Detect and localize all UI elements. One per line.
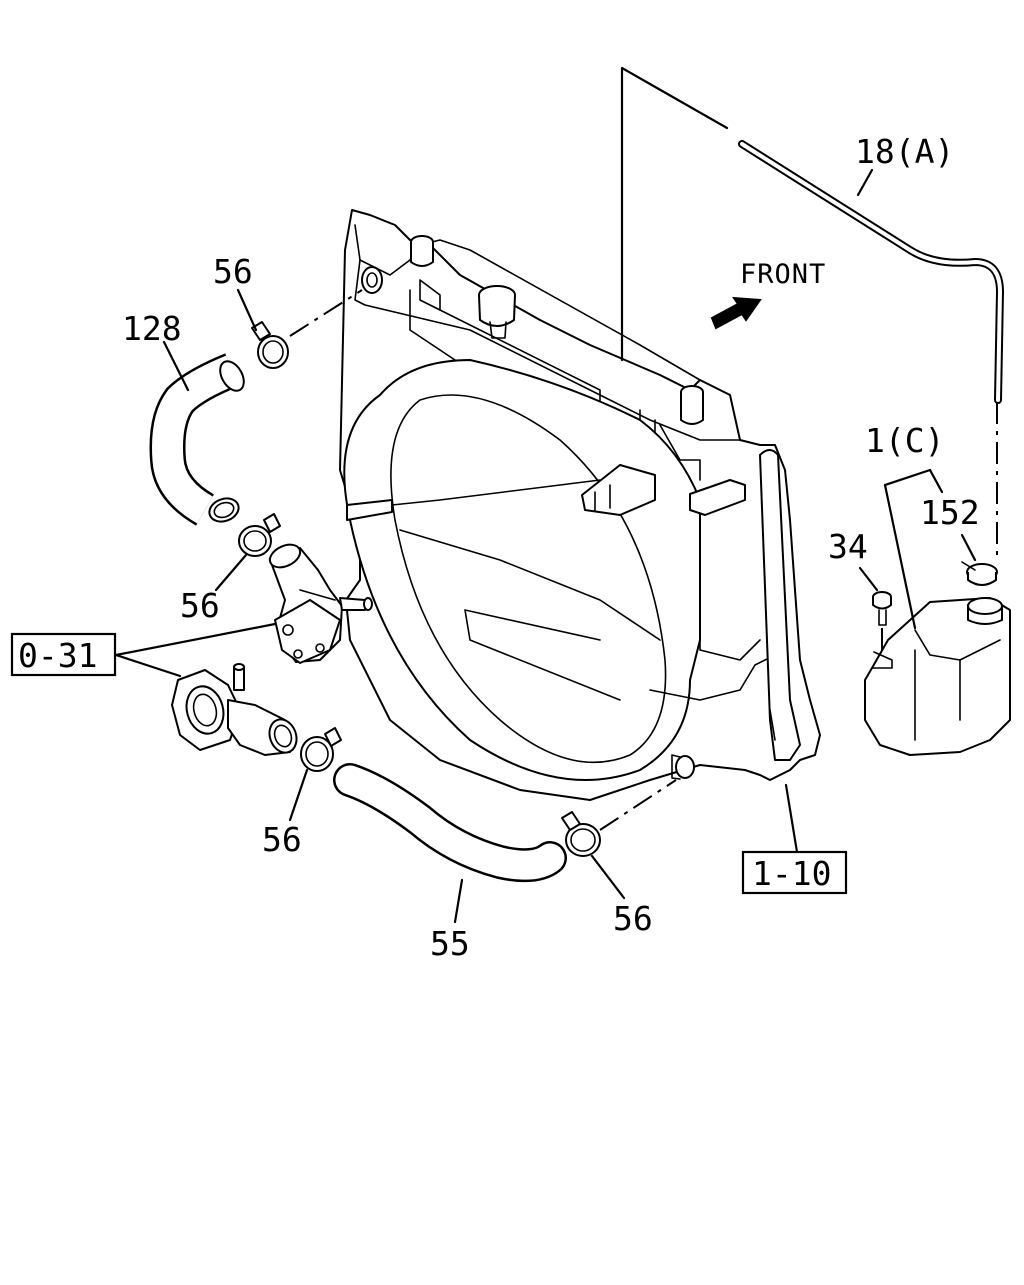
callout-1c: 1(C) bbox=[865, 421, 944, 460]
hose-clamp-lower-engine bbox=[300, 727, 342, 772]
reserve-hose bbox=[738, 140, 1004, 560]
hose-clamp-upper-radiator bbox=[251, 321, 289, 369]
hose-clamp-lower-radiator bbox=[561, 811, 601, 857]
water-outlet-upper bbox=[268, 543, 373, 664]
callout-55: 55 bbox=[430, 924, 470, 963]
callout-56-upper-engine: 56 bbox=[180, 586, 220, 625]
upper-radiator-hose bbox=[149, 353, 245, 526]
callout-56-upper-radiator: 56 bbox=[213, 252, 253, 291]
ref-1-10: 1-10 bbox=[752, 854, 831, 893]
front-arrow-icon bbox=[710, 296, 762, 330]
callout-56-lower-radiator: 56 bbox=[613, 899, 653, 938]
radiator-assembly bbox=[339, 209, 821, 801]
reserve-tank-cap bbox=[961, 561, 998, 586]
bolt bbox=[872, 591, 892, 656]
hose-clamp-upper-engine bbox=[238, 513, 281, 557]
ref-box-0-31 bbox=[10, 632, 117, 677]
callout-34: 34 bbox=[828, 527, 868, 566]
ref-0-31: 0-31 bbox=[18, 636, 97, 675]
callout-18a: 18(A) bbox=[855, 132, 954, 171]
ref-box-1-10 bbox=[741, 850, 848, 895]
lower-radiator-hose bbox=[333, 763, 567, 883]
water-outlet-lower bbox=[171, 663, 298, 756]
leader-lines bbox=[114, 168, 977, 924]
front-label: FRONT bbox=[740, 259, 826, 290]
reserve-hose-routing-leader bbox=[620, 66, 729, 362]
callout-56-lower-engine: 56 bbox=[262, 820, 302, 859]
callout-128: 128 bbox=[122, 309, 182, 348]
reserve-tank bbox=[864, 597, 1011, 756]
callout-152: 152 bbox=[920, 493, 980, 532]
